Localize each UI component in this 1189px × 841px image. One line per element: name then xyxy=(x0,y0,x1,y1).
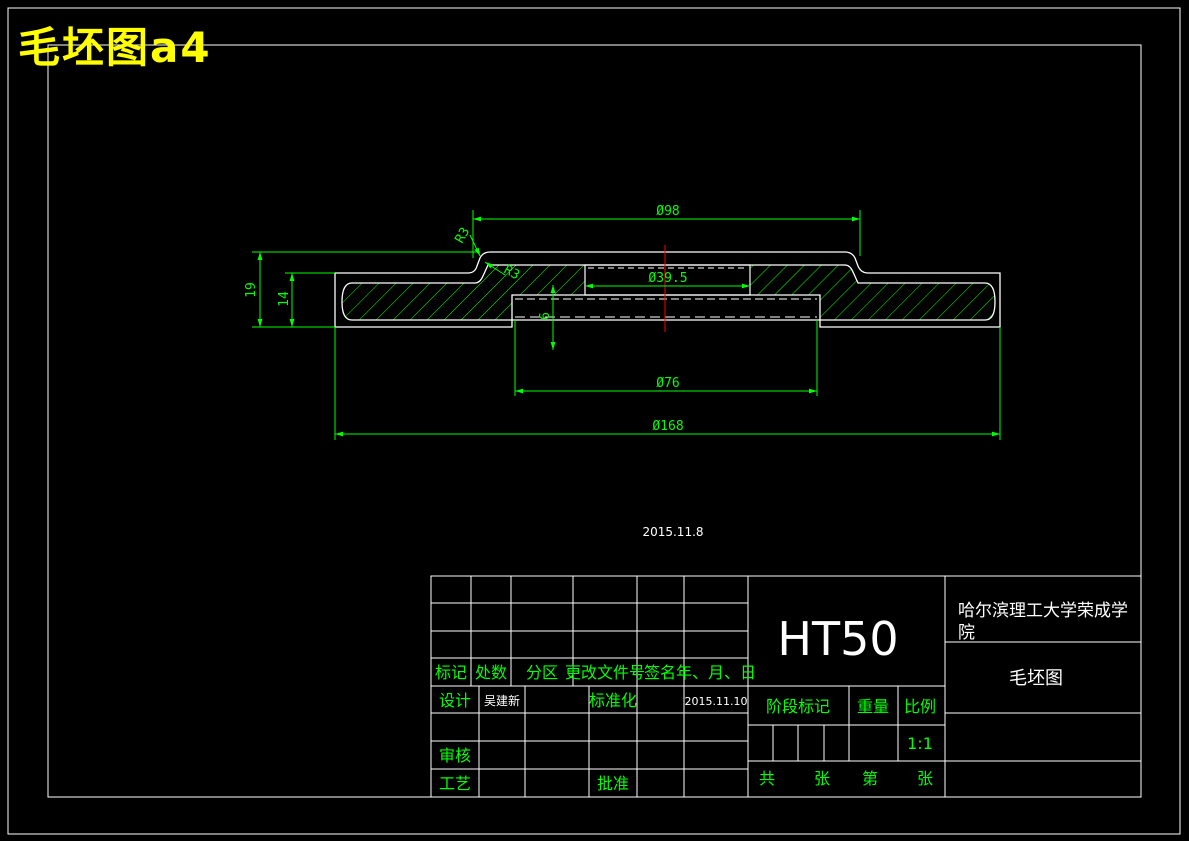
header-zone: 分区 xyxy=(526,663,558,682)
hatch-left xyxy=(342,265,585,320)
dim-text-39: Ø39.5 xyxy=(648,271,687,286)
designer-name: 吴建新 xyxy=(484,693,520,708)
sheet-title: 毛坯图a4 xyxy=(18,23,212,72)
dim-text-14: 14 xyxy=(277,291,292,307)
header-mark: 标记 xyxy=(435,663,467,682)
design-label: 设计 xyxy=(439,691,471,710)
hatch-right xyxy=(750,265,995,320)
dim-text-r3-1: R3 xyxy=(452,225,473,246)
bore-outline xyxy=(584,264,751,296)
part-outline xyxy=(341,264,996,321)
dim-text-76: Ø76 xyxy=(656,376,679,391)
scale-label: 比例 xyxy=(904,697,936,716)
weight-label: 重量 xyxy=(857,697,889,716)
dim-text-r3-2: R3 xyxy=(501,262,522,283)
sheets-label-2: 张 xyxy=(917,769,933,788)
process-label: 工艺 xyxy=(439,774,471,793)
total-label: 共 xyxy=(759,769,775,788)
leader-r3-1 xyxy=(469,234,481,257)
stage-mark-label: 阶段标记 xyxy=(766,697,830,716)
title-block-texts: 标记 处数 分区 更改文件号 签名 年、月、日 设计 吴建新 标准化 2015.… xyxy=(435,601,1133,793)
header-date: 年、月、日 xyxy=(676,663,756,682)
review-label: 审核 xyxy=(439,746,471,765)
dim-text-168: Ø168 xyxy=(652,419,683,434)
school-name-line-1: 哈尔滨理工大学荣成学 xyxy=(958,601,1128,621)
dim-text-19: 19 xyxy=(244,282,259,298)
scale-value: 1:1 xyxy=(907,734,933,753)
dimension-texts: Ø98 Ø39.5 Ø76 Ø168 19 14 6 R3 R3 xyxy=(244,204,688,434)
school-name-line-2: 院 xyxy=(958,623,975,643)
title-block xyxy=(430,575,1142,798)
standardize-label: 标准化 xyxy=(589,691,637,710)
dim-text-6: 6 xyxy=(538,312,553,320)
part-section xyxy=(334,245,1001,332)
school-name: 哈尔滨理工大学荣成学 院 xyxy=(958,601,1133,643)
drawing-name: 毛坯图 xyxy=(1009,668,1063,689)
inner-frame xyxy=(47,44,1142,798)
header-count: 处数 xyxy=(475,663,507,682)
approve-label: 批准 xyxy=(597,774,629,793)
material-text: HT50 xyxy=(777,612,898,666)
dim-text-98: Ø98 xyxy=(656,204,679,219)
design-date: 2015.11.10 xyxy=(685,695,748,708)
blank-outline xyxy=(334,251,1001,328)
sheets-label-1: 张 xyxy=(814,769,830,788)
page-label: 第 xyxy=(862,769,878,788)
header-change-doc: 更改文件号 xyxy=(565,663,645,682)
date-note: 2015.11.8 xyxy=(642,525,703,539)
header-sign: 签名 xyxy=(644,663,676,682)
outer-frame xyxy=(7,7,1181,835)
leader-r3-2 xyxy=(484,261,506,276)
dimensions xyxy=(252,210,1001,440)
